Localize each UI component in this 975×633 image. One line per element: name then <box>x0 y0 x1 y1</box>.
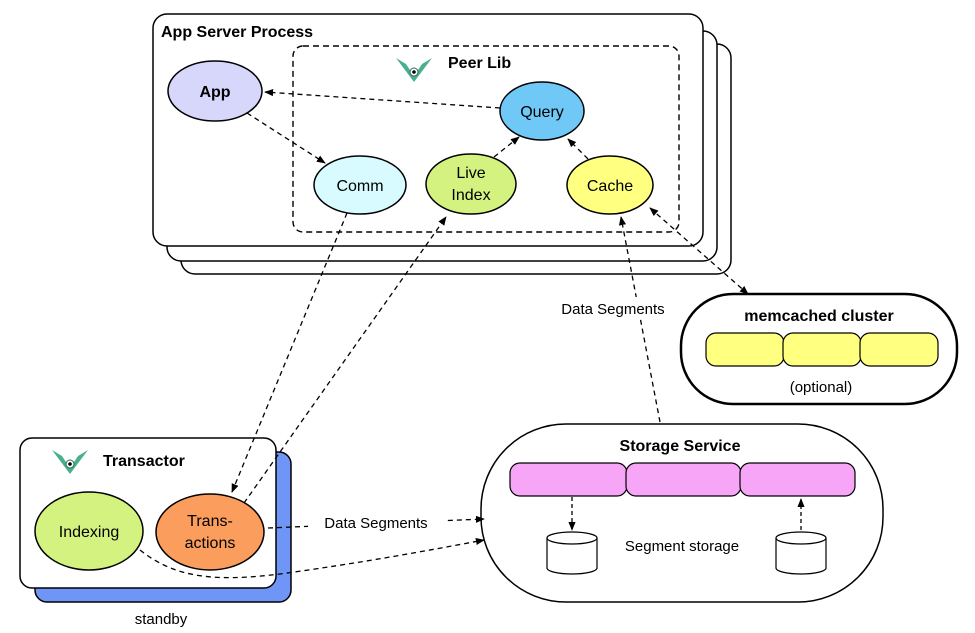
edge-cache-memcached <box>649 207 749 295</box>
cache-node-label: Cache <box>587 178 633 195</box>
segment-storage-label: Segment storage <box>625 538 739 555</box>
app-server-process: App Server Process Peer Lib App Query Co… <box>152 13 732 275</box>
app-node-label: App <box>199 84 230 101</box>
live-index-node <box>425 153 517 215</box>
edge-app-to-comm <box>246 112 326 164</box>
app-server-box <box>152 13 704 247</box>
memcached-title: memcached cluster <box>744 308 893 325</box>
memcached-slot-1 <box>705 332 785 367</box>
memcached-note: (optional) <box>790 379 853 396</box>
datomic-logo-icon <box>396 58 432 82</box>
comm-node <box>313 155 407 215</box>
query-node-label: Query <box>520 104 564 121</box>
memcached-slot-3 <box>859 332 939 367</box>
app-node <box>167 60 263 122</box>
standby-label: standby <box>135 611 188 628</box>
data-segments-label-upper: Data Segments <box>561 301 664 318</box>
storage-title: Storage Service <box>620 438 741 455</box>
live-index-label-line1: Live <box>456 165 485 182</box>
storage-slot-1 <box>509 462 628 497</box>
indexing-node <box>34 491 144 571</box>
transactor: Transactor Indexing Trans- actions stand… <box>19 437 292 628</box>
datomic-logo-icon <box>52 450 88 474</box>
database-cylinder-icon <box>775 531 827 575</box>
edge-label-bg <box>308 512 444 534</box>
edge-indexing-to-storage <box>139 537 485 579</box>
peer-lib-title: Peer Lib <box>448 55 511 72</box>
data-segments-label-lower: Data Segments <box>324 515 427 532</box>
transactions-node <box>155 493 265 571</box>
peer-lib-box <box>292 45 680 233</box>
indexing-node-label: Indexing <box>59 524 120 541</box>
edge-storage-to-cache <box>618 216 661 423</box>
storage-slot-2 <box>625 462 742 497</box>
storage-service: Storage Service Segment storage <box>480 423 884 603</box>
transactions-label-line2: actions <box>185 535 236 552</box>
edge-cache-to-query <box>567 138 589 160</box>
edge-label-bg <box>544 297 682 319</box>
memcached-cluster: memcached cluster (optional) <box>679 292 959 406</box>
app-server-title: App Server Process <box>161 24 313 41</box>
cache-node <box>566 155 654 215</box>
transactor-title: Transactor <box>103 453 185 470</box>
edge-transactions-to-liveindex <box>243 216 447 504</box>
database-cylinder-icon <box>546 531 598 575</box>
comm-node-label: Comm <box>336 178 383 195</box>
live-index-label-line2: Index <box>451 187 490 204</box>
memcached-slot-2 <box>782 332 862 367</box>
transactions-label-line1: Trans- <box>187 513 233 530</box>
edge-query-to-app <box>264 88 501 109</box>
storage-slot-3 <box>739 462 856 497</box>
query-node <box>499 81 585 141</box>
